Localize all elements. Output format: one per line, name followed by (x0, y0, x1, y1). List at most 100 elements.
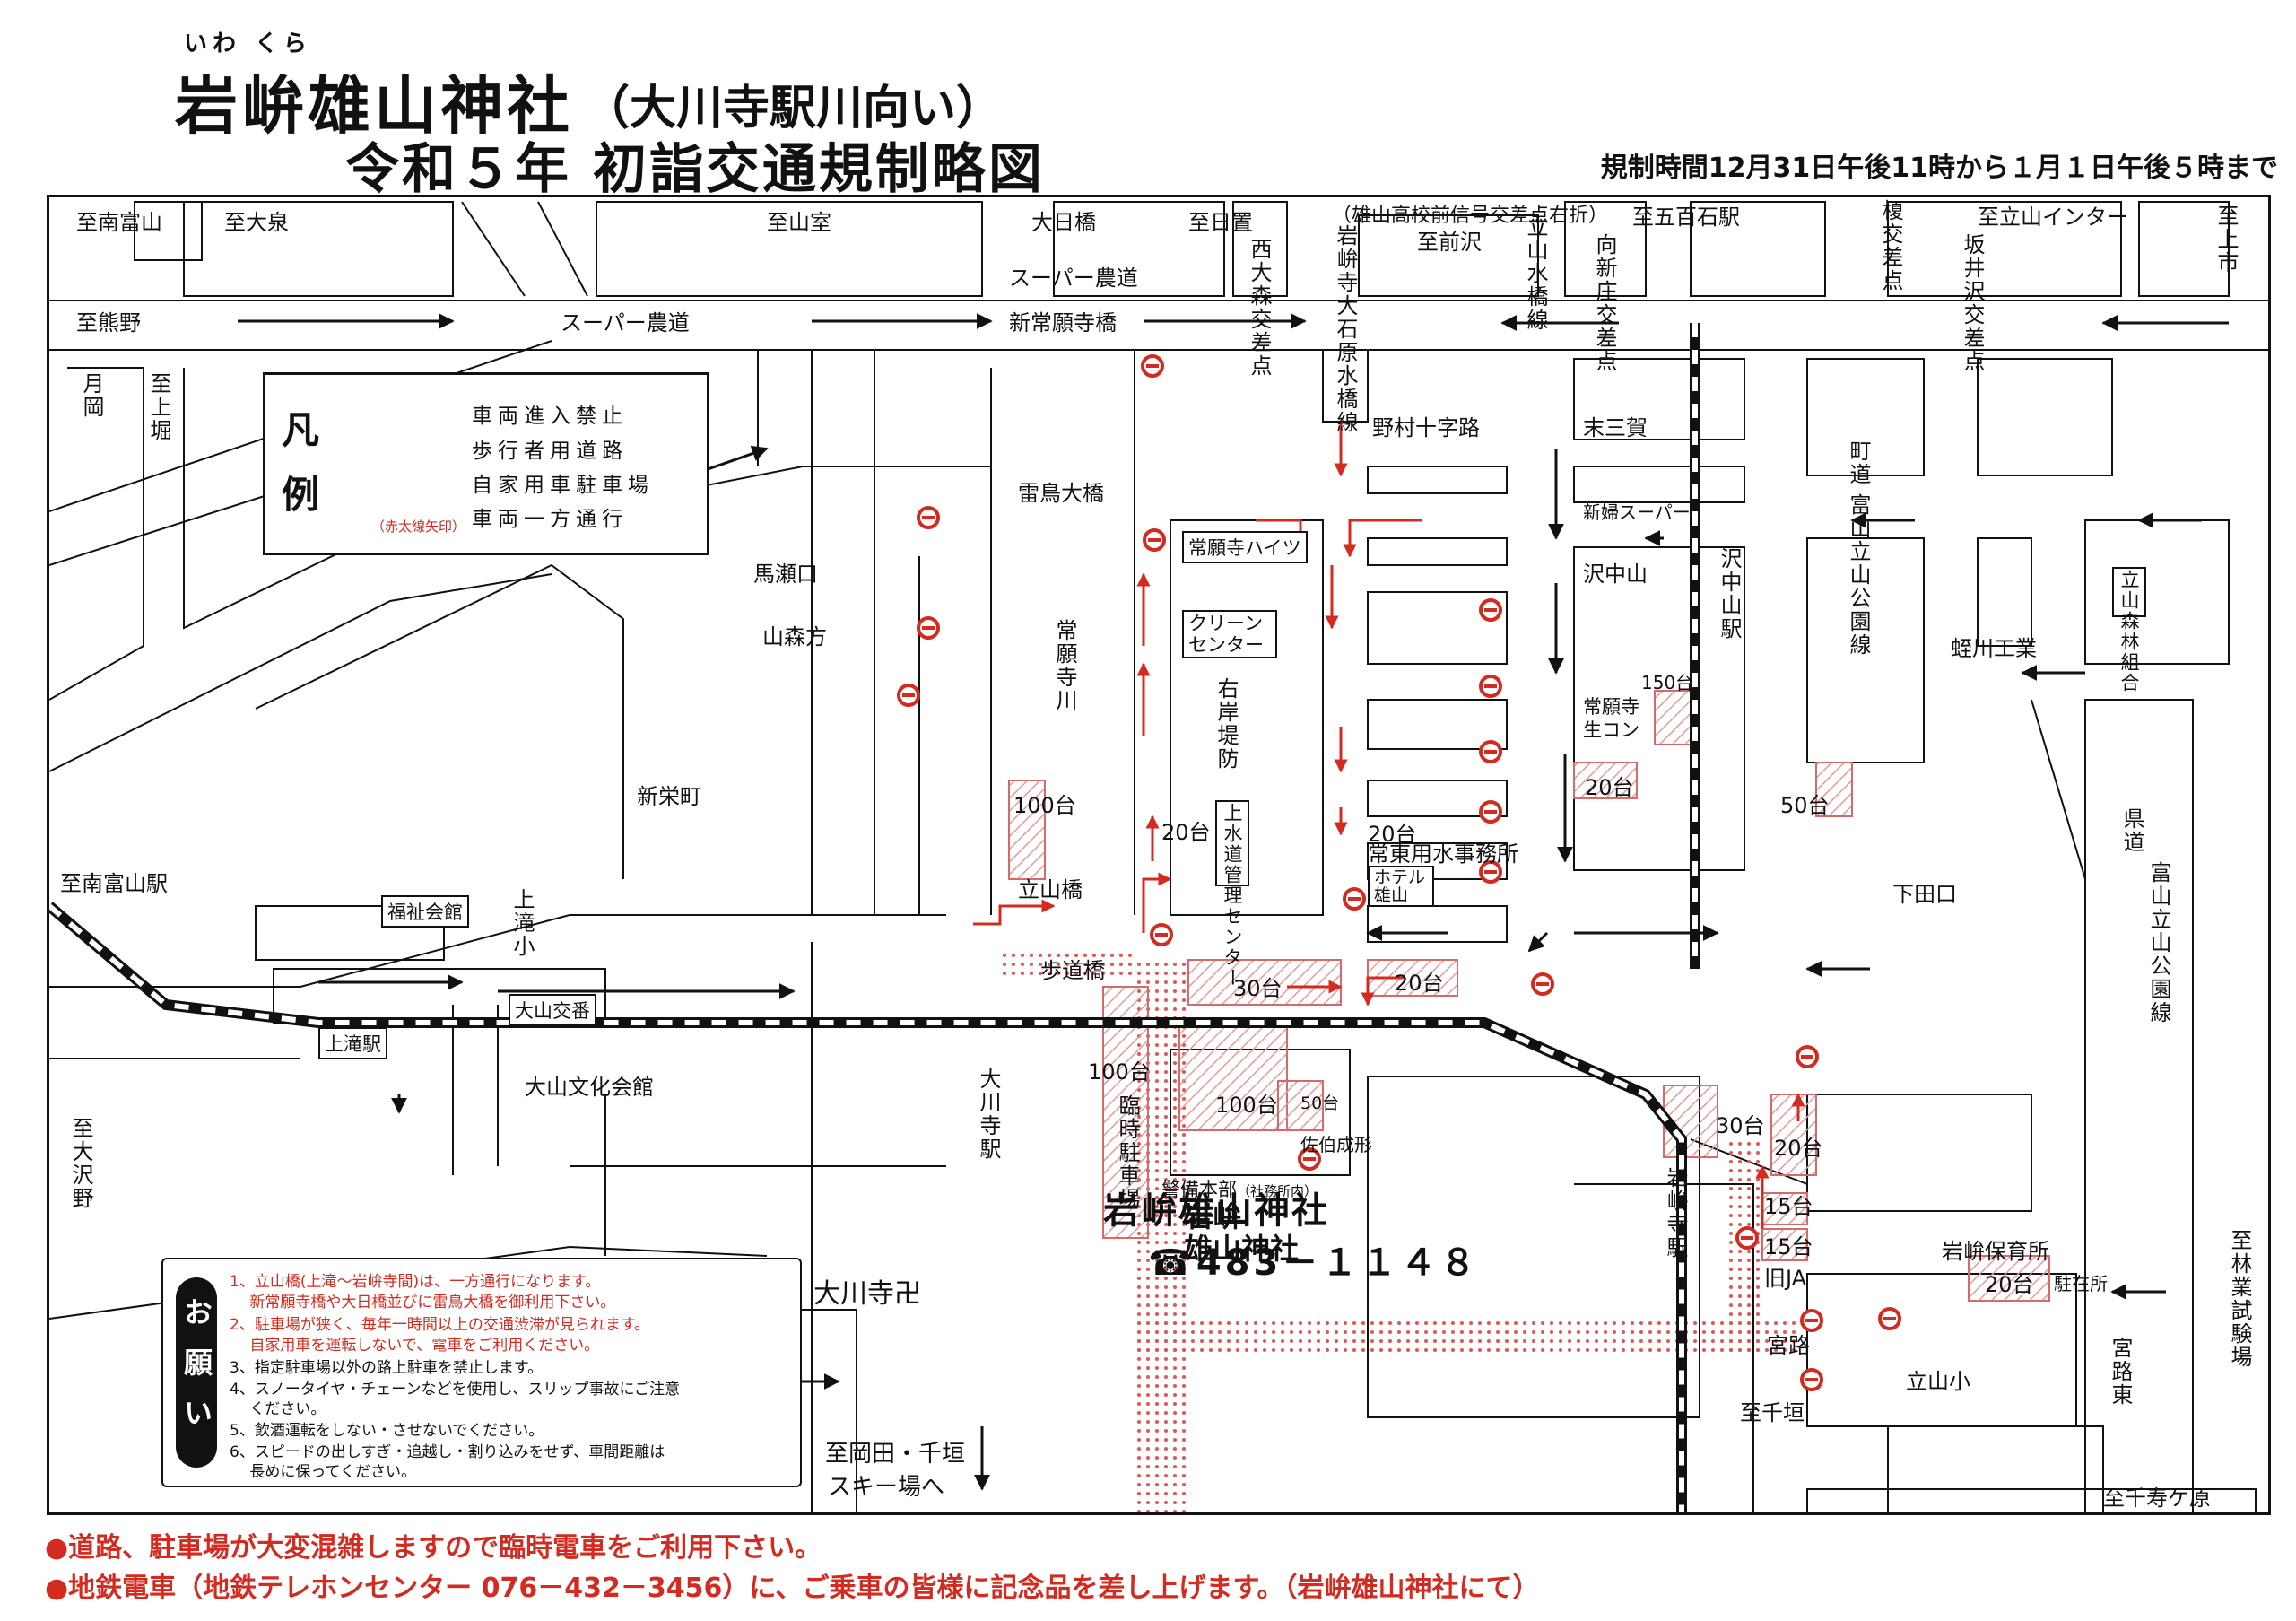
legend-arrow-note: （赤太線矢印） (371, 519, 466, 535)
label-to-rinsho: 至林業試験場 (2227, 1229, 2252, 1369)
label-miyaji-higashi: 宮路東 (2108, 1337, 2133, 1407)
legend-item-parking: 自家用車駐車場 (472, 474, 654, 497)
label-to-gohyakkoku: 至五百石駅 (1632, 205, 1740, 230)
label-tateyama-forest: 立山森林組合 (2112, 567, 2146, 693)
parking-count: 100台 (1088, 1059, 1151, 1085)
parking-count: 100台 (1013, 793, 1076, 818)
label-to-kamidaki: 至上堀 (146, 372, 171, 442)
parking-count: 150台 (1641, 672, 1694, 693)
parking-count: 20台 (1368, 822, 1417, 847)
page-title: 岩峅雄山神社 (175, 69, 573, 143)
label-to-minamitoyama-sta: 至南富山駅 (60, 871, 168, 896)
label-to-osawano: 至大沢野 (68, 1117, 93, 1210)
label-to-tateyama-ic: 至立山インター (1978, 205, 2128, 230)
request-line: 1、立山橋(上滝～岩峅寺間)は、一方通行になります。 (230, 1273, 601, 1291)
label-tateyama-sho: 立山小 (1906, 1369, 1970, 1394)
parking-count: 100台 (1215, 1093, 1278, 1118)
label-sawanakayama-sta: 沢中山駅 (1717, 547, 1742, 641)
parking-count: 15台 (1764, 1194, 1813, 1219)
parking-count: 50台 (1780, 793, 1830, 818)
label-kamidaki-sho: 上滝小 (509, 888, 535, 958)
label-kamidaki-sta: 上滝駅 (318, 1027, 387, 1059)
label-hoikusho: 岩峅保育所 (1942, 1239, 2049, 1264)
label-shingoji-c: 常願寺生コン (1583, 696, 1639, 741)
label-nomura: 野村十字路 (1372, 415, 1480, 440)
legend-item-no-entry: 車両進入禁止 (472, 405, 628, 428)
request-line: 3、指定駐車場以外の路上駐車を禁止します。 (230, 1359, 544, 1377)
footer-note: ●地鉄電車（地鉄テレホンセンター 076－432－3456）に、ご乗車の皆様に記… (45, 1573, 1540, 1604)
label-tateyama-bashi: 立山橋 (1018, 877, 1083, 902)
label-dainichi-bashi: 大日橋 (1031, 210, 1096, 235)
legend-heading-bottom: 例 (282, 473, 320, 517)
map-legend: 凡 例 車両進入禁止 歩行者用道路 自家用車駐車場 車両一方通行 （赤太線矢印） (263, 372, 709, 555)
requests-badge: お願い (176, 1277, 217, 1468)
parking-count: 20台 (1395, 971, 1444, 996)
request-line: 新常願寺橋や大日橋並びに雷鳥大橋を御利用下さい。 (230, 1294, 616, 1312)
footer-note: ●道路、駐車場が大変混雑しますので臨時電車をご利用下さい。 (45, 1532, 822, 1564)
hq-text: 警備本部 (1161, 1179, 1237, 1200)
label-enoki: 榎交差点 (1878, 199, 1903, 292)
label-saeki: 佐伯成形 (1300, 1134, 1372, 1155)
label-waterworks: 上水道管理センター (1215, 800, 1249, 989)
shrine-map-label: 岩峅 雄山神社 (1184, 1200, 1299, 1265)
label-sawanakayama: 沢中山 (1583, 562, 1648, 587)
label-iwakuraji-sta: 岩峅寺駅 (1663, 1166, 1688, 1259)
label-temp-parking: 臨時駐車場 (1115, 1094, 1140, 1211)
label-sanga: 末三賀 (1583, 415, 1648, 440)
label-hodo-bashi: 歩道橋 (1040, 958, 1105, 983)
label-kyu-ja: 旧JA (1764, 1266, 1807, 1291)
label-ski: スキー場へ (828, 1474, 945, 1501)
request-line: 4、スノータイヤ・チェーンなどを使用し、スリップ事故にご注意 (230, 1381, 681, 1399)
label-machi-road: 町道 (1846, 440, 1871, 486)
parking-count: 20台 (1161, 820, 1211, 845)
page-title-line2: 令和５年 初詣交通規制略図 (345, 138, 1045, 201)
legend-heading-top: 凡 (282, 408, 320, 452)
parking-count: 50台 (1300, 1094, 1340, 1113)
page-subtitle: （大川寺駅川向い） (583, 82, 1004, 135)
legend-item-pedestrian: 歩行者用道路 (472, 440, 628, 463)
label-raicho-bashi: 雷鳥大橋 (1018, 481, 1104, 506)
label-daisenji-sta: 大川寺駅 (976, 1068, 1001, 1161)
label-to-yamamuro: 至山室 (767, 210, 831, 235)
parking-count: 20台 (1774, 1136, 1823, 1161)
label-hotel-oyama: ホテル雄山 (1368, 866, 1434, 907)
label-to-kamiichi: 至上市 (2213, 205, 2239, 275)
label-kendo-name: 富山立山公園線 (2146, 861, 2171, 1024)
shrine-name: 岩峅雄山神社 (1103, 1190, 1329, 1232)
traffic-map: 凡 例 車両進入禁止 歩行者用道路 自家用車駐車場 車両一方通行 （赤太線矢印）… (47, 195, 2271, 1515)
parking-count: 15台 (1764, 1234, 1813, 1259)
parking-count: 30台 (1233, 976, 1283, 1001)
label-shimotaguchi: 下田口 (1892, 882, 1957, 907)
request-line: ください。 (230, 1400, 326, 1418)
label-miyaji: 宮路 (1767, 1333, 1810, 1358)
regulation-period: 規制時間12月31日午後11時から１月１日午後５時まで (1600, 153, 2278, 184)
label-to-kumano: 至熊野 (76, 310, 141, 336)
map-roads (49, 201, 2268, 1512)
label-to-hioki: 至日置 (1188, 210, 1253, 235)
label-right-bank: 右岸堤防 (1213, 677, 1239, 771)
label-fukushi: 福祉会館 (381, 895, 469, 928)
legend-item-one-way: 車両一方通行 (472, 508, 628, 531)
label-water-office: 常東用水事務所 (1368, 841, 1518, 867)
label-to-okada: 至岡田・千垣 (825, 1441, 966, 1468)
label-daisenji: 大川寺卍 (813, 1278, 921, 1310)
label-oyama-koban: 大山交番 (509, 994, 596, 1026)
label-chuzaisho: 駐在所 (2054, 1273, 2108, 1294)
hq-note: （社務所内） (1237, 1183, 1318, 1199)
label-oyama-bunka: 大山文化会館 (525, 1075, 654, 1100)
label-sakaiizawa: 坂井沢交差点 (1960, 233, 1985, 373)
request-line: 自家用車を運転しないで、電車をご利用ください。 (230, 1337, 600, 1355)
label-shinjoganji-bashi: 新常願寺橋 (1009, 310, 1117, 336)
label-to-sengaki: 至千垣 (1740, 1400, 1805, 1425)
label-toyama-tateyama-koen: 富山立山公園線 (1846, 493, 1871, 657)
label-mukaishinjo: 向新庄交差点 (1592, 233, 1617, 373)
label-jogan-heights: 常願寺ハイツ (1182, 531, 1308, 563)
shrine-phone: ☎483－１１４８ (1148, 1242, 1480, 1284)
shrine-map-label-bottom: 雄山神社 (1184, 1232, 1300, 1266)
parking-count: 20台 (1585, 775, 1634, 800)
label-hq: 警備本部（社務所内） (1161, 1175, 1318, 1202)
label-to-senjugahara: 至千寿ケ原 (2103, 1486, 2211, 1511)
requests-box: お願い 1、立山橋(上滝～岩峅寺間)は、一方通行になります。 新常願寺橋や大日橋… (161, 1258, 802, 1487)
label-jogan-river: 常願寺川 (1052, 619, 1077, 712)
label-tsukioka: 月岡 (79, 372, 104, 419)
